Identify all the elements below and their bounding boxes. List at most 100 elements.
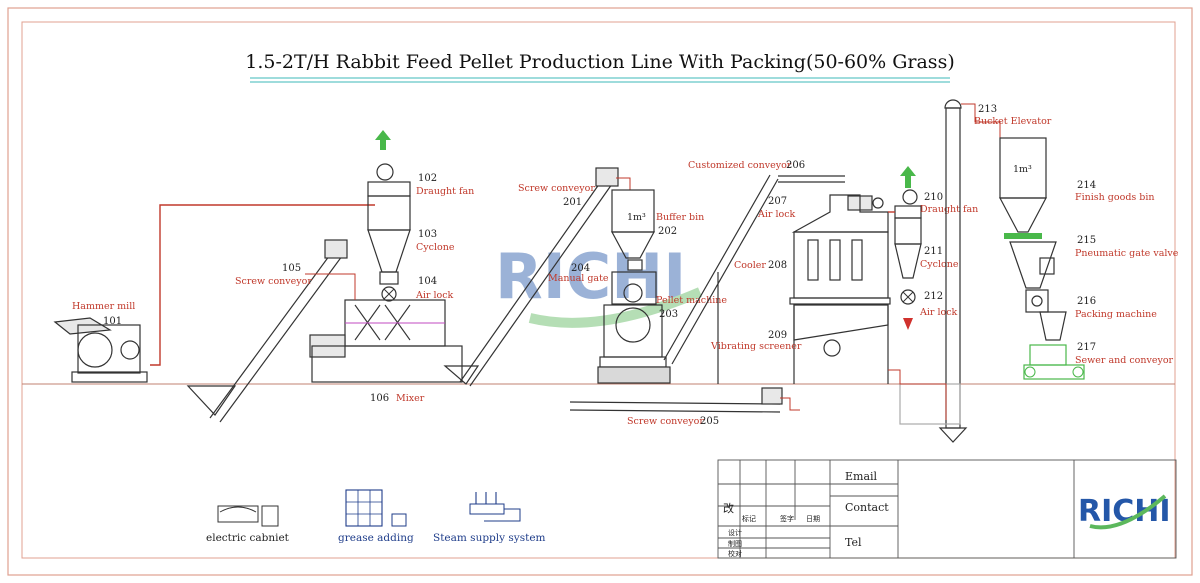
num-207: 207 [768, 196, 787, 207]
num-104: 104 [418, 276, 437, 287]
label-mixer-106: Mixer [396, 393, 425, 404]
num-206: 206 [786, 160, 805, 171]
title-block-header-mark: 标记 [742, 514, 756, 523]
label-screw-conveyor-205: Screw conveyor [627, 416, 704, 427]
label-vibrating-screener-209: Vibrating screener [710, 341, 802, 352]
num-202: 202 [658, 226, 677, 237]
num-213: 213 [978, 104, 997, 115]
num-212: 212 [924, 291, 943, 302]
num-204: 204 [571, 263, 590, 274]
label-pneumatic-gate-valve-215: Pneumatic gate valve [1075, 248, 1179, 259]
sewer-conveyor-217 [1023, 344, 1085, 380]
title-block-revision: 改 [723, 501, 734, 515]
num-203: 203 [659, 309, 678, 320]
inner-border [21, 21, 1176, 559]
num-105: 105 [282, 263, 301, 274]
pellet-machine-203 [597, 271, 671, 384]
label-draught-fan-102: Draught fan [416, 186, 474, 197]
label-packing-machine-216: Packing machine [1075, 309, 1157, 320]
manual-gate-204 [627, 259, 643, 271]
title-block-row-check: 校对 [728, 549, 742, 558]
label-cyclone-211: Cyclone [920, 259, 959, 270]
air-lock-212 [900, 289, 916, 330]
pipe-hammer-to-cyclone [150, 204, 375, 366]
steam-supply-icon [469, 492, 521, 522]
legend-steam-supply: Steam supply system [433, 532, 546, 544]
num-211: 211 [924, 246, 943, 257]
draught-fan-210 [894, 166, 922, 219]
richi-logo-leaf-icon [1089, 494, 1167, 530]
label-cyclone-103: Cyclone [416, 242, 455, 253]
label-cooler-208: Cooler [734, 260, 766, 271]
screw-conveyor-201 [443, 167, 619, 387]
grease-adding-icon [345, 489, 407, 527]
label-screw-conveyor-105: Screw conveyor [235, 276, 312, 287]
finish-bin-volume: 1m³ [1013, 164, 1032, 175]
pneumatic-gate-valve-215 [1009, 241, 1057, 289]
num-106: 106 [370, 393, 389, 404]
draught-fan-102 [367, 130, 411, 197]
title-block-contact: Contact [845, 501, 889, 514]
electric-cabinet-icon [217, 505, 279, 527]
outer-border [7, 7, 1193, 576]
num-215: 215 [1077, 235, 1096, 246]
num-103: 103 [418, 229, 437, 240]
num-210: 210 [924, 192, 943, 203]
title-block-tel: Tel [845, 536, 862, 549]
num-217: 217 [1077, 342, 1096, 353]
cooler-208 [789, 194, 891, 305]
label-buffer-bin-202: Buffer bin [656, 212, 704, 223]
watermark-logo: RICHI [495, 240, 702, 328]
lead-205-to-cooler [780, 397, 800, 411]
title-block-header-sign: 签字 [780, 514, 794, 523]
title-block [717, 459, 1177, 559]
buffer-bin-202 [610, 189, 656, 259]
label-air-lock-207: Air lock [757, 209, 796, 220]
packing-machine-216 [1025, 289, 1067, 341]
num-216: 216 [1077, 296, 1096, 307]
buffer-bin-volume: 1m³ [627, 212, 646, 223]
num-209: 209 [768, 330, 787, 341]
vibrating-screener-209 [793, 304, 889, 384]
finish-goods-bin-214 [999, 137, 1047, 239]
label-customized-conveyor-206: Customized conveyor [688, 160, 792, 171]
customized-conveyor-206 [663, 174, 845, 384]
richi-logo: RICHI [1078, 494, 1171, 530]
num-102: 102 [418, 173, 437, 184]
watermark-text: RICHI [495, 240, 686, 313]
title-block-header-date: 日期 [806, 515, 820, 523]
num-201: 201 [563, 197, 582, 208]
screw-conveyor-105 [186, 239, 348, 423]
lead-105-to-mixer [305, 273, 356, 300]
label-hammer-mill: Hammer mill [72, 301, 135, 312]
hammer-mill-101 [53, 317, 148, 383]
diagram-title: 1.5-2T/H Rabbit Feed Pellet Production L… [245, 51, 954, 73]
title-block-email: Email [845, 470, 878, 483]
label-finish-goods-bin-214: Finish goods bin [1075, 192, 1155, 203]
air-lock-104 [381, 286, 397, 302]
mixer-106 [309, 299, 463, 383]
legend-grease-adding: grease adding [338, 532, 414, 544]
label-draught-fan-210: Draught fan [920, 204, 978, 215]
bucket-elevator-213 [899, 99, 968, 443]
title-block-row-design: 设计 [728, 528, 742, 537]
num-205: 205 [700, 416, 719, 427]
label-manual-gate-204: Manual gate [548, 273, 609, 284]
air-lock-207 [847, 195, 884, 211]
num-214: 214 [1077, 180, 1096, 191]
cyclone-103 [367, 195, 411, 285]
label-pellet-machine-203: Pellet machine [656, 295, 727, 306]
label-screw-conveyor-201: Screw conveyor [518, 183, 595, 194]
title-block-row-draw: 制图 [728, 539, 742, 548]
legend-electric-cabinet: electric cabniet [206, 532, 290, 544]
watermark-leaf-icon [528, 287, 702, 328]
lead-screener-to-elevator [888, 369, 947, 420]
lead-elevator-to-bin [961, 103, 1001, 140]
label-sewer-conveyor-217: Sewer and conveyor [1075, 355, 1174, 366]
label-bucket-elevator-213: Bucket Elevator [974, 116, 1052, 127]
num-208: 208 [768, 260, 787, 271]
screw-conveyor-205 [569, 387, 783, 413]
label-air-lock-212: Air lock [919, 307, 958, 318]
lead-201-to-bin [616, 177, 631, 190]
